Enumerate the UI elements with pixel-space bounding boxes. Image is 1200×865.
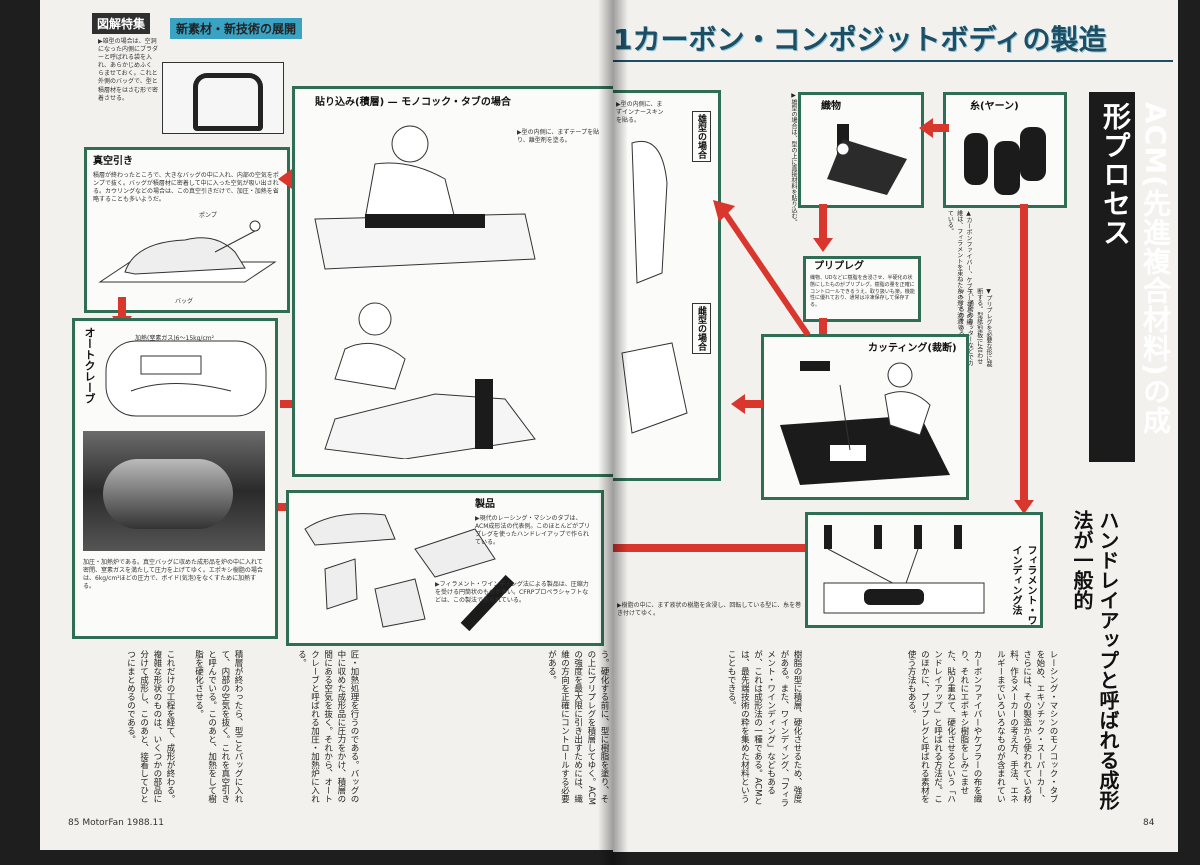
product-caption-1: ▶現代のレーシング・マシンのタブは、ACM成形法の代表例。このほとんどがプリプレ…	[475, 515, 591, 547]
vacuum-label: 真空引き	[93, 156, 133, 167]
layup-note: ▶型の内側に、まずテープを貼り、離型剤を塗る。	[517, 129, 600, 145]
article-col-1: う。硬化する前に、型に樹脂を塗り、その上にプリプレグを積層してゆく。ACMの強度…	[546, 650, 609, 805]
filament-box: フィラメント・ワインディング法	[805, 512, 1043, 628]
cutting-illustration	[780, 361, 950, 485]
page-gutter	[598, 0, 628, 865]
male-mold-label: 雄型の場合	[692, 111, 711, 162]
vacuum-diagram	[98, 220, 277, 283]
article-col-2: 匠・加熱処理を行うのである。バッグの中に収めた成形品に圧力をかけ、積層の間にある…	[296, 650, 359, 803]
autoclave-photo	[83, 431, 265, 551]
prepreg-text: 織物、UDなどに樹脂を含浸させ、半硬化の状態にしたものがプリプレグ。樹脂の量を正…	[810, 275, 915, 308]
left-page: 図解特集 新素材・新技術の展開 ▶雄型の場合は、空洞になった内側にブラダーと呼ば…	[40, 0, 615, 850]
mold-illustration	[621, 141, 688, 434]
pump-label: ポンプ	[199, 212, 217, 219]
layup-box: 貼り込み(積層) — モノコック・タブの場合 ▶型の内側に、まずテープを貼り、離…	[292, 86, 615, 477]
diag-arrow	[713, 200, 811, 337]
prepreg-label: プリプレグ	[814, 261, 864, 272]
arrow-vacuum-to-autoclave	[118, 297, 126, 317]
vacuum-box: 真空引き 積層が終わったところで、大きなバッグの中に入れ、内部の空気をポンプで抜…	[84, 147, 290, 313]
article-col-3: 積層が終わったら、型ごとバッグに入れて、内部の空気を抜く。これを真空引きと呼んで…	[193, 650, 243, 803]
left-footer: 85 MotorFan 1988.11	[68, 818, 164, 828]
autoclave-box: オートクレーブ 加熱(窒素ガス)6～15kg/cm² 加圧・加熱炉である。真空バ…	[72, 318, 278, 639]
mold-box: ▶型の内側に、まずインナースキンを貼る。 雄型の場合 雌型の場合	[613, 90, 721, 481]
autoclave-diagram	[105, 340, 267, 417]
product-box: 製品 ▶現代のレーシング・マシンのタブは、ACM成形法の代表例。このほとんどがプ…	[286, 490, 604, 646]
side-title: ACM(先進複合材料)の成形プロセス	[1099, 102, 1172, 435]
arrow-head	[278, 169, 292, 189]
fabric-label: 織物	[821, 101, 841, 112]
layup-label: 貼り込み(積層) — モノコック・タブの場合	[315, 97, 511, 108]
fabric-box: 織物	[798, 92, 924, 208]
yarn-illustration	[964, 127, 1046, 195]
arrow-filament-to-product	[613, 544, 805, 552]
side-title-block: ACM(先進複合材料)の成形プロセス	[1089, 92, 1172, 462]
arrow-product	[262, 503, 300, 511]
main-title: 1カーボン・コンポジットボディの製造	[613, 23, 1107, 56]
article-col-4: これだけの工程を経て、成形が終わる。複雑な形状のものは、いくつかの部品に分けて成…	[125, 650, 175, 803]
mold-note: ▶型の内側に、まずインナースキンを貼る。	[616, 101, 664, 125]
cutting-label: カッティング(裁断)	[868, 343, 957, 354]
article-right-col-1: レーシング・マシンのモノコック・タブを始め、エキゾチック・スーパーカー、さらには…	[995, 650, 1058, 803]
mold-text: ▶雄型の場合は、型の上に直接材料を貼り込む。	[790, 92, 797, 225]
arrow-head	[813, 238, 833, 252]
product-illustration	[304, 513, 515, 632]
arrow-head	[1014, 500, 1034, 514]
arrow-prepreg-to-cutting	[819, 318, 827, 334]
product-label: 製品	[475, 499, 495, 510]
arrow-head	[919, 118, 933, 138]
arrow-yarn-to-filament	[1020, 204, 1028, 504]
section-heading: ハンドレイアップと呼ばれる成形法が一般的	[1070, 510, 1120, 810]
yarn-label: 糸(ヤーン)	[970, 101, 1019, 112]
right-footer: 84	[1143, 818, 1155, 828]
layup-illustration	[314, 125, 536, 459]
bag-caption: ▶雄型の場合は、空洞になった内側にブラダーと呼ばれる袋を入れ、あらかじめふくらま…	[98, 38, 159, 102]
cutting-box: カッティング(裁断)	[761, 334, 969, 500]
arrow-cutting-to-mold	[743, 400, 763, 408]
autoclave-label: オートクレーブ	[83, 327, 96, 404]
fabric-illustration	[827, 124, 907, 195]
arrow-yarn-to-fabric	[931, 124, 949, 132]
bag-label: バッグ	[175, 298, 194, 305]
right-page: 1カーボン・コンポジットボディの製造 ▶型の内側に、まずインナースキンを貼る。 …	[613, 0, 1178, 852]
autoclave-spec: 加熱(窒素ガス)6～15kg/cm²	[135, 335, 214, 342]
article-right-col-2: カーボンファイバーやケブラーの布を織り、それにエポキシ樹脂をしみこませた、貼り重…	[906, 650, 982, 803]
female-mold-label: 雌型の場合	[692, 303, 711, 354]
arrow-fabric-to-prepreg	[819, 204, 827, 244]
yarn-box: 糸(ヤーン)	[943, 92, 1067, 208]
product-caption-2: ▶フィラメント・ワインディング法による製品は、圧縮力を受ける円筒状のものが多い。…	[435, 581, 589, 605]
prepreg-box: プリプレグ 織物、UDなどに樹脂を含浸させ、半硬化の状態にしたものがプリプレグ。…	[803, 256, 921, 322]
article-right-col-3: 樹脂の型に積層、硬化させるため、強度がある。また、ワインディング、「フィラメント…	[726, 650, 802, 808]
arrow-head	[731, 394, 745, 414]
cutting-caption: ▼プリプレグを必要な形に裁断する。型紙(型板)に合わせて、通常のカッターなどでカ…	[957, 288, 992, 367]
yarn-caption: ▲カーボンファイバー、ケブラーなどの繊維は、フィラメントを束ねた糸の形で流通して…	[946, 210, 972, 330]
vacuum-text: 積層が終わったところで、大きなバッグの中に入れ、内部の空気をポンプで抜く。バッグ…	[93, 172, 279, 204]
filament-label: フィラメント・ワインディング法	[1010, 545, 1036, 625]
feature-badge: 図解特集	[92, 13, 151, 34]
filament-illustration	[823, 525, 985, 614]
autoclave-caption: 加圧・加熱炉である。真空バッグに収めた成形品を炉の中に入れて密閉、窒素ガスを満た…	[83, 559, 263, 591]
bladder-diagram	[162, 62, 284, 134]
filament-caption: ▶樹脂の中に、まず液状の樹脂を含浸し、回転している型に、糸を巻き付けてゆく。	[617, 602, 802, 618]
title-rule	[613, 60, 1173, 62]
section-banner: 新素材・新技術の展開	[170, 18, 303, 39]
